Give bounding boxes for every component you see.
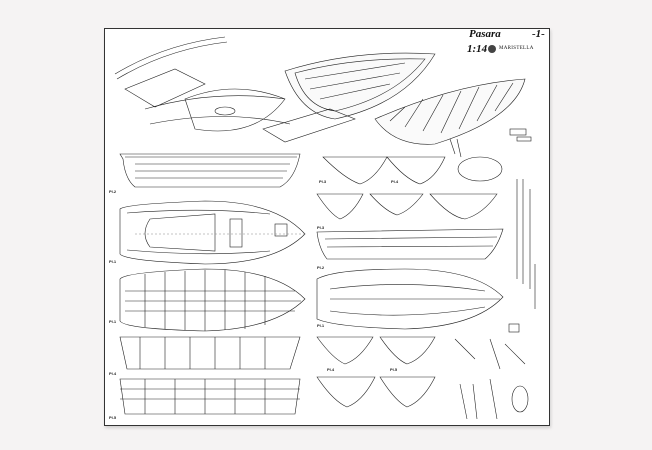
maristella-logo-icon [488,45,496,53]
plate-label: Pl.3 [317,225,325,230]
frame-plan-pl5 [119,378,301,415]
hull-panel-perspective [184,88,286,132]
plate-label: Pl.4 [109,371,117,376]
plate-label: Pl.1 [317,323,325,328]
boat-name: Pasara [469,28,501,40]
brand-name: MARISTELLA [499,46,534,51]
plan-sheet: Pasara -1- 1:14 MARISTELLA Pl.2 Pl.1 Pl.… [104,28,550,426]
plate-label: Pl.4 [327,367,335,372]
boat-3d-view-top [284,52,436,120]
plate-label: Pl.1 [109,319,117,324]
cross-sections [316,156,498,220]
plate-label: Pl.5 [390,367,398,372]
plate-label: Pl.5 [109,415,117,420]
plate-label: Pl.2 [317,265,325,270]
sheet-number: -1- [532,28,545,40]
bottom-plan-pl1 [119,268,306,332]
boat-plans-drawing [114,36,536,420]
bulkhead-sections [316,336,436,408]
boat-3d-view-frames [374,78,526,145]
keel-strips [114,36,291,125]
frame-plan-pl4 [119,336,301,370]
plate-label: Pl.2 [109,189,117,194]
scale-label: 1:14 [467,43,488,55]
deck-plan-pl1 [119,200,306,265]
deck-panel [262,108,356,143]
side-profile-pl2-right [316,228,504,260]
plate-label: Pl.3 [319,179,327,184]
bottom-plan-right [316,268,504,330]
plate-label: Pl.1 [109,259,117,264]
small-parts-top-right [449,128,532,182]
plate-label: Pl.4 [391,179,399,184]
side-profile-pl2 [119,153,301,188]
oars-and-masts [454,179,536,420]
